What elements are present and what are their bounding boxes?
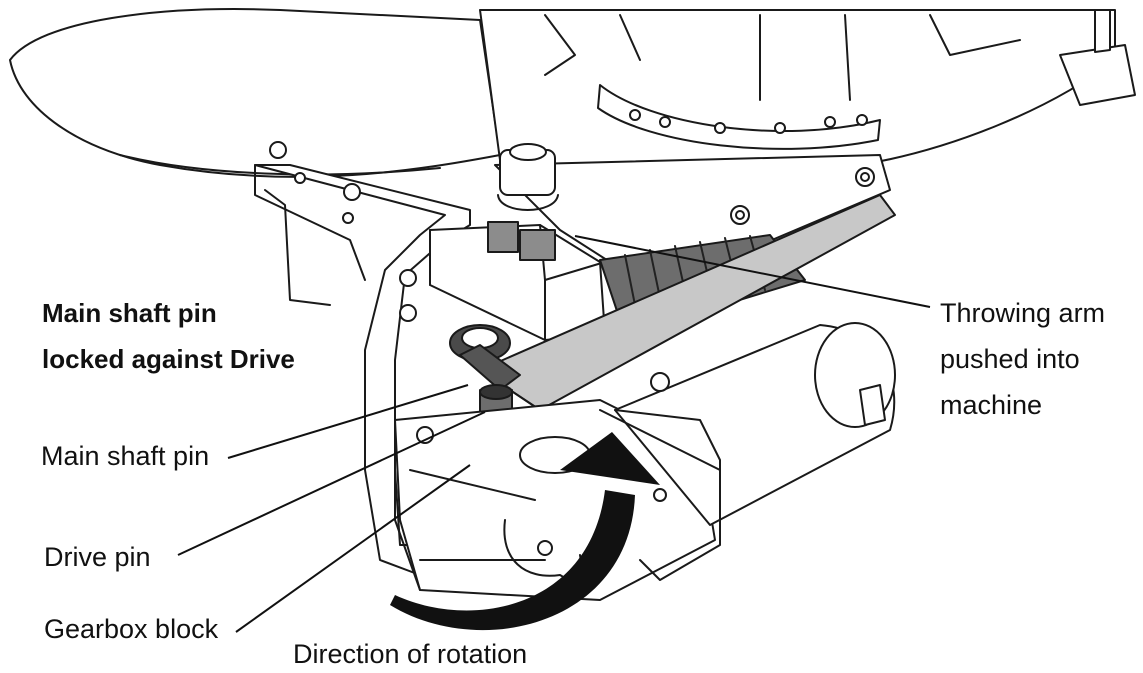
label-throwing-arm-line-2: pushed into	[940, 344, 1080, 374]
label-main-shaft-pin: Main shaft pin	[41, 441, 210, 471]
rotation-arrow	[390, 432, 660, 631]
leader-line-drive-pin	[177, 411, 486, 556]
leader-line-gearbox-block	[235, 464, 471, 633]
tray-plate	[9, 8, 501, 178]
label-drive-pin: Drive pin	[44, 542, 151, 572]
label-gearbox-block: Gearbox block	[44, 614, 219, 644]
label-direction-of-rotation: Direction of rotation	[293, 639, 528, 669]
label-throwing-arm-line-3: machine	[940, 390, 1043, 420]
title-line-1: Main shaft pin	[42, 298, 217, 328]
title-line-2: locked against Drive	[42, 344, 295, 374]
leader-line-throwing-arm	[574, 235, 931, 308]
top-frame	[479, 9, 1116, 176]
label-throwing-arm-line-1: Throwing arm	[940, 298, 1106, 328]
leader-line-main-shaft-pin	[227, 384, 469, 459]
